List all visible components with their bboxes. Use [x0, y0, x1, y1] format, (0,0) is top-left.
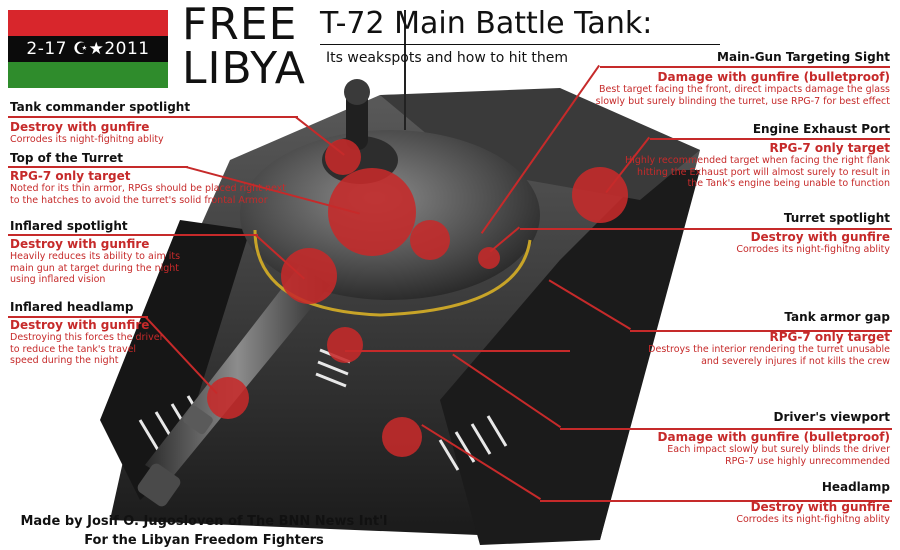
- marker-top-turret: [328, 168, 416, 256]
- marker-infrared-spotlight: [281, 248, 337, 304]
- author-credit: Made by Josif O. Jugosloven of The BNN N…: [20, 514, 388, 548]
- left-track: [100, 220, 250, 500]
- leader-sight: [600, 66, 890, 68]
- leader-turret-spot: [520, 228, 892, 230]
- note-infrared-headlamp: Inflared headlamp Destroy with gunfire D…: [10, 300, 164, 366]
- libya-flag: 2-17 ☪★2011: [8, 10, 168, 88]
- leader-armor-gap-h: [345, 350, 570, 352]
- commander-figure: [346, 90, 368, 150]
- title-underline: [320, 44, 720, 45]
- leader-armor-gap: [630, 330, 892, 332]
- right-track: [440, 170, 700, 545]
- flag-date: 2-17 ☪★2011: [26, 39, 150, 59]
- note-drivers-viewport: Driver's viewport Damage with gunfire (b…: [657, 410, 890, 467]
- leader-commander: [8, 116, 298, 118]
- leader-top-turret: [8, 166, 188, 168]
- leader-infrared-headlamp: [8, 316, 148, 318]
- note-commander-spotlight: Tank commander spotlight Destroy with gu…: [10, 100, 191, 145]
- marker-turret-spotlight: [478, 247, 500, 269]
- main-gun: [137, 265, 330, 507]
- note-exhaust-port: Engine Exhaust Port RPG-7 only target Hi…: [625, 122, 890, 189]
- fender-stripes: [138, 348, 508, 471]
- note-top-turret: Top of the Turret RPG-7 only target Note…: [10, 151, 286, 206]
- leader-exhaust: [650, 138, 890, 140]
- marker-armor-gap: [327, 327, 363, 363]
- note-headlamp: Headlamp Destroy with gunfire Corrodes i…: [736, 480, 890, 525]
- marker-targeting-sight: [410, 220, 450, 260]
- page-subtitle: Its weakspots and how to hit them: [326, 50, 569, 66]
- note-armor-gap: Tank armor gap RPG-7 only target Destroy…: [648, 310, 890, 367]
- marker-drivers-viewport: [382, 417, 422, 457]
- turret-target-arc: [253, 229, 532, 317]
- leader-viewport: [560, 428, 892, 430]
- leader-headlamp: [540, 500, 892, 502]
- free-libya-heading: FREE LIBYA: [182, 0, 306, 94]
- leader-infrared-spot: [8, 234, 258, 236]
- note-turret-spotlight: Turret spotlight Destroy with gunfire Co…: [736, 211, 890, 255]
- note-infrared-spotlight: Inflared spotlight Destroy with gunfire …: [10, 219, 181, 285]
- page-title: T-72 Main Battle Tank:: [320, 6, 653, 41]
- marker-infrared-headlamp: [207, 377, 249, 419]
- note-targeting-sight: Main-Gun Targeting Sight Damage with gun…: [595, 50, 890, 107]
